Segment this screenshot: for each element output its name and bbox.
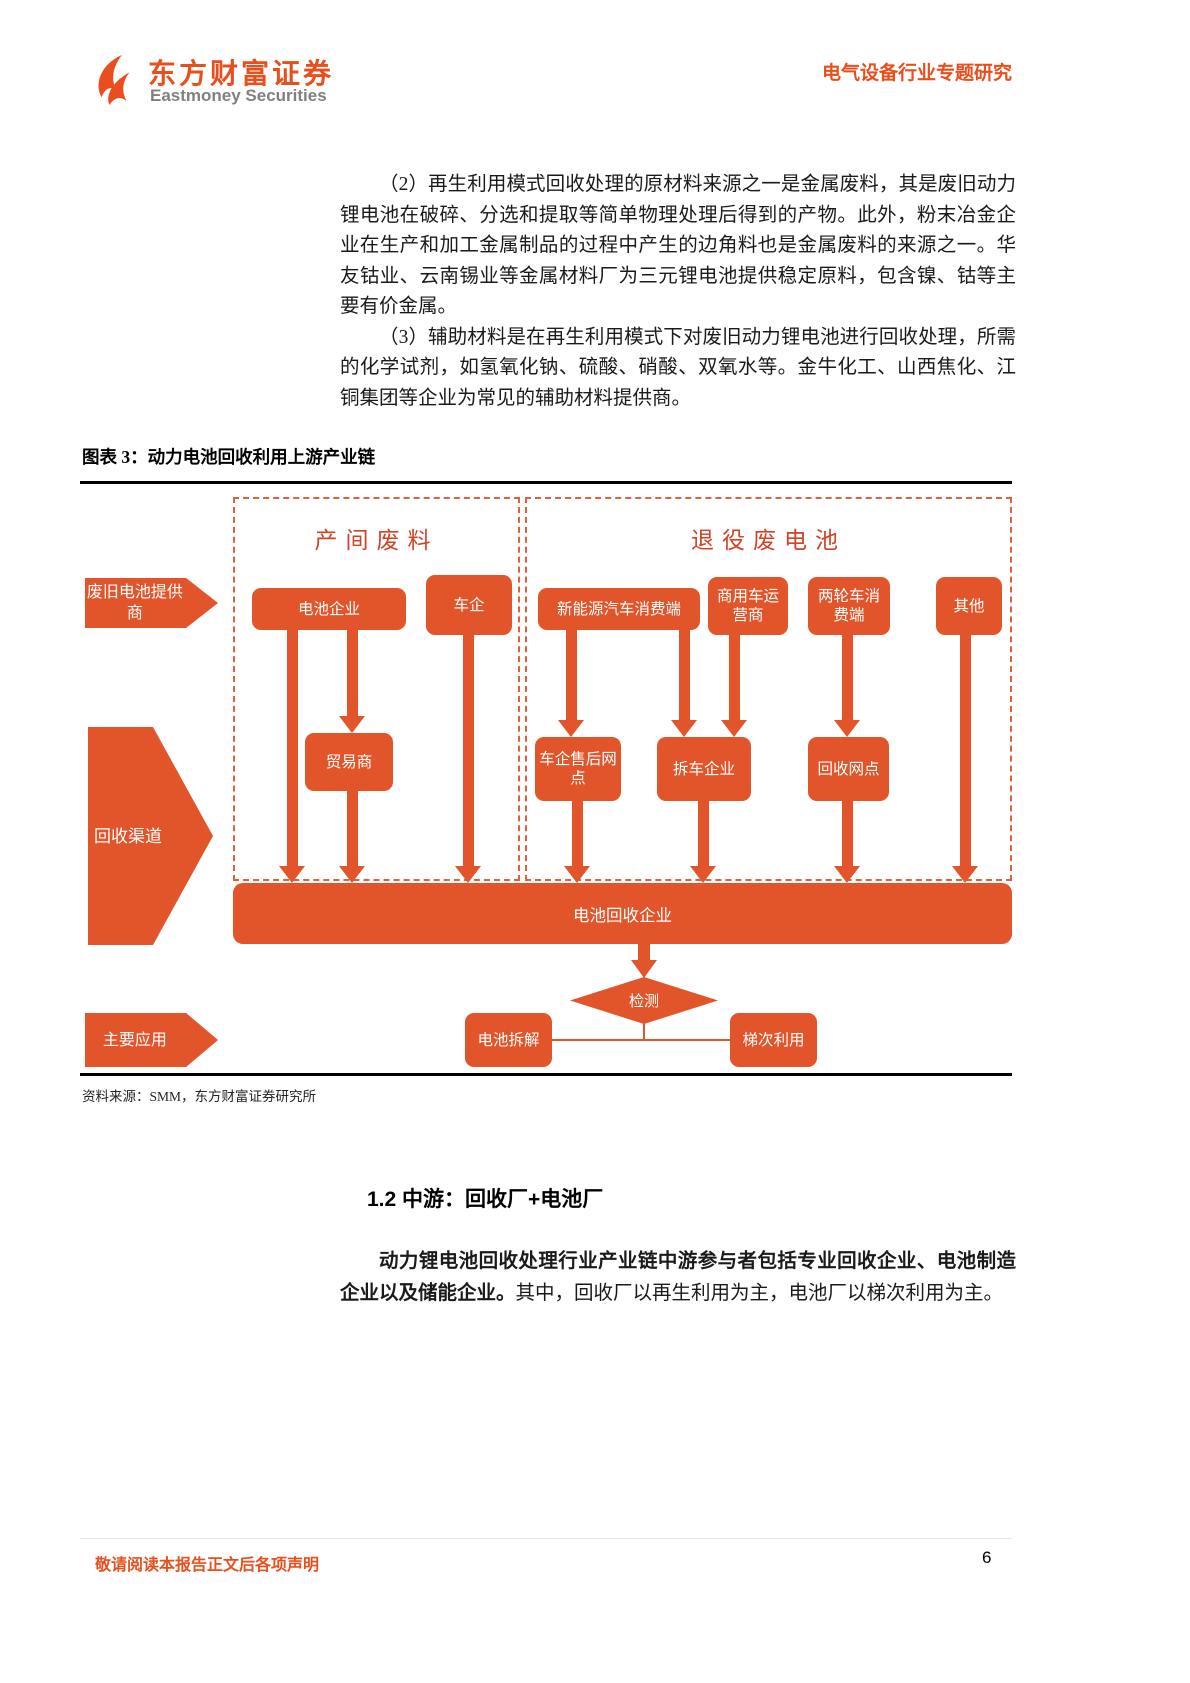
figure-source-note: 资料来源：SMM，东方财富证券研究所 — [82, 1089, 317, 1104]
node-dismantler: 拆车企业 — [657, 737, 751, 801]
side-label-application-text: 主要应用 — [102, 1031, 167, 1049]
connector-line — [347, 791, 358, 866]
section-heading: 1.2 中游：回收厂+电池厂 — [367, 1188, 604, 1211]
intro-paragraphs: （2）再生利用模式回收处理的原材料来源之一是金属废料，其是废旧动力锂电池在破碎、… — [340, 170, 1016, 414]
arrowhead-icon — [721, 720, 747, 737]
group-box-production-scrap: 产间废料 — [233, 497, 520, 881]
arrowhead-icon — [339, 716, 365, 733]
node-car-company: 车企 — [426, 575, 512, 635]
arrowhead-icon — [834, 866, 860, 883]
arrowhead-icon — [671, 720, 697, 737]
connector-line — [287, 628, 298, 866]
figure-bottom-rule — [80, 1073, 1012, 1076]
arrowhead-icon — [558, 720, 584, 737]
arrowhead-icon — [455, 866, 481, 883]
section-paragraph-rest: 其中，回收厂以再生利用为主，电池厂以梯次利用为主。 — [515, 1283, 1004, 1304]
side-label-channel-text: 回收渠道 — [94, 826, 162, 846]
arrowhead-icon — [690, 866, 716, 883]
node-commercial-operator: 商用车运营商 — [708, 577, 788, 635]
figure-top-rule — [80, 481, 1012, 484]
connector-line — [729, 635, 740, 720]
connector-line — [463, 635, 474, 866]
connector-line — [572, 801, 583, 866]
page-number: 6 — [982, 1548, 992, 1567]
arrowhead-icon — [834, 720, 860, 737]
paragraph-metal-scrap: （2）再生利用模式回收处理的原材料来源之一是金属废料，其是废旧动力锂电池在破碎、… — [340, 174, 1016, 317]
node-two-wheeler-consumer: 两轮车消费端 — [808, 577, 890, 635]
connector-line — [960, 635, 971, 866]
side-label-supplier: 废旧电池提供商 — [85, 578, 218, 628]
connector-line — [566, 630, 577, 720]
connector-line — [842, 801, 853, 866]
arrowhead-icon — [564, 866, 590, 883]
node-recycling-network: 回收网点 — [808, 737, 889, 801]
connector-line — [638, 944, 650, 960]
connector-line — [679, 630, 690, 720]
arrowhead-icon — [339, 866, 365, 883]
group-box-retired-batteries: 退役废电池 — [525, 497, 1012, 881]
report-type-label: 电气设备行业专题研究 — [821, 63, 1012, 84]
node-trader: 贸易商 — [305, 733, 393, 791]
connector-line — [643, 1022, 645, 1040]
node-echelon-use: 梯次利用 — [730, 1013, 817, 1067]
node-testing: 检测 — [570, 977, 718, 1024]
side-label-supplier-text: 废旧电池提供商 — [86, 584, 183, 622]
connector-line — [347, 628, 358, 716]
side-label-application: 主要应用 — [85, 1013, 218, 1067]
group-label-retired-batteries: 退役废电池 — [691, 528, 846, 553]
brand-name-cn: 东方财富证券 — [148, 58, 335, 89]
paragraph-auxiliary-material: （3）辅助材料是在再生利用模式下对废旧动力锂电池进行回收处理，所需的化学试剂，如… — [340, 326, 1016, 409]
connector-line — [552, 1039, 730, 1041]
arrowhead-icon — [631, 960, 657, 978]
footer-divider — [80, 1538, 1012, 1539]
side-label-channel: 回收渠道 — [88, 727, 213, 945]
section-paragraph: 动力锂电池回收处理行业产业链中游参与者包括专业回收企业、电池制造企业以及储能企业… — [340, 1246, 1016, 1310]
node-battery-recycler-bar: 电池回收企业 — [233, 883, 1012, 944]
node-battery-company: 电池企业 — [252, 588, 406, 630]
connector-line — [842, 635, 853, 720]
arrowhead-icon — [952, 866, 978, 883]
section-paragraph-bold: 动力锂电池回收处理行业产业链中游参与者包括专业回收企业、电池制造企业以及储能企业… — [340, 1251, 1016, 1304]
node-aftersales-network: 车企售后网点 — [535, 737, 621, 801]
figure-title: 图表 3：动力电池回收利用上游产业链 — [82, 447, 376, 467]
arrowhead-icon — [279, 866, 305, 883]
group-label-production-scrap: 产间废料 — [314, 528, 439, 553]
node-nev-consumer: 新能源汽车消费端 — [538, 588, 700, 630]
footer-disclaimer: 敬请阅读本报告正文后各项声明 — [95, 1557, 320, 1574]
node-battery-disassembly: 电池拆解 — [465, 1013, 552, 1067]
eastmoney-logo-icon — [92, 52, 140, 108]
brand-name-en: Eastmoney Securities — [150, 86, 327, 105]
node-other: 其他 — [936, 577, 1002, 635]
section-paragraph-text: 动力锂电池回收处理行业产业链中游参与者包括专业回收企业、电池制造企业以及储能企业… — [340, 1246, 1016, 1310]
connector-line — [698, 801, 709, 866]
